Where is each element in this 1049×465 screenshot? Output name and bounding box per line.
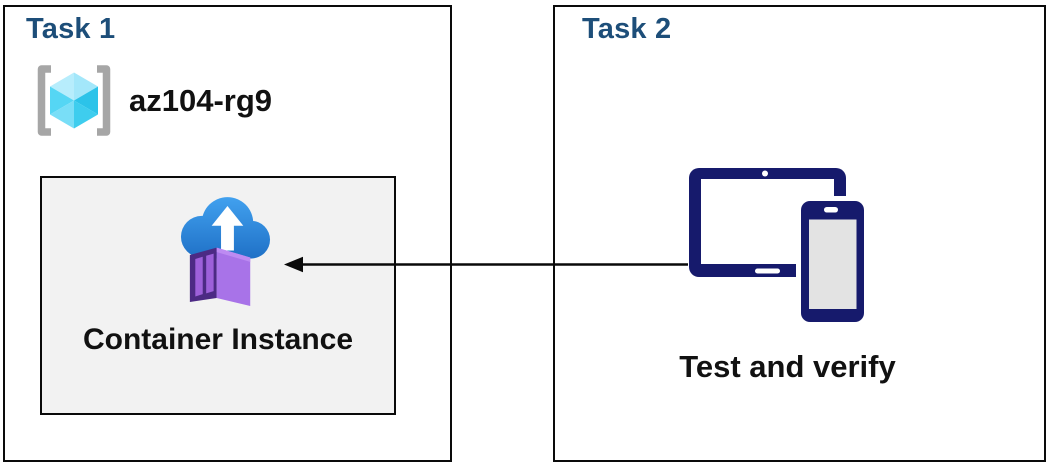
container-instance-icon [177,194,272,315]
test-and-verify-label: Test and verify [679,349,896,384]
container-instance-label: Container Instance [82,323,354,356]
resource-group-name: az104-rg9 [129,83,273,118]
tablet-phone-devices-icon [689,168,869,322]
task2-box: Task 2 Test and verify [553,5,1046,462]
container-instance-box: Container Instance [40,176,396,415]
task1-title: Task 1 [26,13,116,45]
resource-group-icon [34,64,114,137]
task1-box: Task 1 az104-rg9 [3,5,452,462]
task2-title: Task 2 [582,13,672,45]
